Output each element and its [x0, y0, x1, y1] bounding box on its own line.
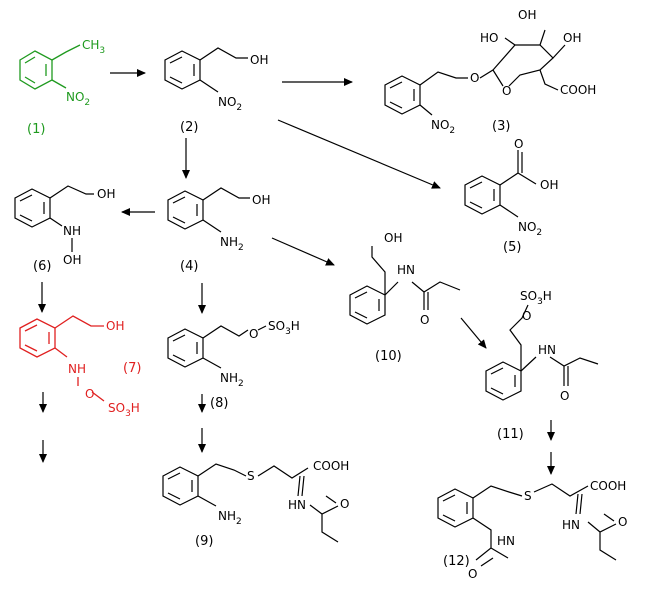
c12-amide-nh: HN	[562, 518, 580, 532]
compound-5	[464, 150, 537, 218]
c9-amide-o: O	[340, 497, 349, 511]
c10-number: (10)	[375, 349, 402, 364]
c2-number: (2)	[180, 120, 198, 135]
arrow-10-to-11	[460, 317, 487, 349]
c12-thio: S	[524, 489, 532, 503]
c7-nh: NH	[68, 362, 86, 376]
c4-number: (4)	[180, 259, 198, 274]
c3-nitro: NO2	[431, 118, 455, 136]
c6-nh: NH	[63, 224, 81, 238]
c8-amine: NH2	[220, 371, 244, 389]
c11-amide-o: O	[560, 389, 569, 403]
c5-nitro: NO2	[518, 220, 542, 238]
c6-number: (6)	[33, 259, 51, 274]
compound-12	[437, 483, 617, 567]
c10-amide-nh: HN	[397, 263, 415, 277]
c5-carbonyl-o: O	[514, 137, 523, 151]
compound-10	[349, 246, 461, 325]
c3-ho-right: OH	[563, 31, 581, 45]
c5-hydroxyl: OH	[540, 178, 558, 192]
c7-link-o: O	[85, 387, 94, 401]
c9-thio: S	[247, 469, 255, 483]
c1-methyl: CH3	[82, 38, 105, 56]
c10-hydroxyl: OH	[384, 231, 402, 245]
compound-2	[164, 47, 248, 93]
c7-hydroxyl: OH	[106, 319, 124, 333]
c11-sulfo: SO3H	[520, 289, 552, 307]
c7-number: (7)	[123, 361, 141, 376]
c12-aryl-nh: HN	[497, 534, 515, 548]
c11-amide-nh: HN	[538, 343, 556, 357]
compound-3	[384, 29, 566, 116]
c9-number: (9)	[195, 534, 213, 549]
c11-link-o: O	[522, 309, 531, 323]
compound-9	[162, 463, 339, 543]
c2-hydroxyl: OH	[250, 53, 268, 67]
c3-ho-left: HO	[480, 31, 498, 45]
c1-number: (1)	[27, 122, 45, 137]
c8-number: (8)	[210, 396, 228, 411]
c3-acid: COOH	[560, 83, 596, 97]
c5-number: (5)	[503, 240, 521, 255]
arrow-2-to-5	[277, 119, 441, 189]
c4-amine: NH2	[220, 235, 244, 253]
c2-nitro: NO2	[218, 95, 242, 113]
c4-hydroxyl: OH	[252, 193, 270, 207]
c6-n-oh: OH	[63, 253, 81, 267]
c3-ho-top: OH	[518, 8, 536, 22]
c3-ring-o: O	[502, 84, 511, 98]
c9-amide-nh: HN	[288, 498, 306, 512]
c9-acid: COOH	[313, 459, 349, 473]
compound-7	[19, 315, 105, 402]
compound-6	[14, 185, 94, 228]
c3-number: (3)	[492, 119, 510, 134]
compound-8	[167, 325, 267, 369]
c8-sulfo: SO3H	[268, 319, 300, 337]
c12-acid: COOH	[590, 479, 626, 493]
c6-hydroxyl: OH	[97, 187, 115, 201]
c10-amide-o: O	[420, 313, 429, 327]
compound-4	[167, 187, 250, 233]
c9-amine: NH2	[218, 509, 242, 527]
c12-amide-o: O	[618, 515, 627, 529]
c3-link-o: O	[470, 71, 479, 85]
c8-link-o: O	[249, 327, 258, 341]
c1-nitro: NO2	[66, 90, 90, 108]
c7-sulfo: SO3H	[108, 401, 140, 419]
c11-number: (11)	[497, 427, 524, 442]
c12-aryl-o: O	[468, 567, 477, 581]
c12-number: (12)	[443, 554, 470, 569]
compound-11	[485, 304, 599, 401]
compound-1	[19, 44, 81, 90]
arrow-4-to-10	[271, 237, 335, 266]
